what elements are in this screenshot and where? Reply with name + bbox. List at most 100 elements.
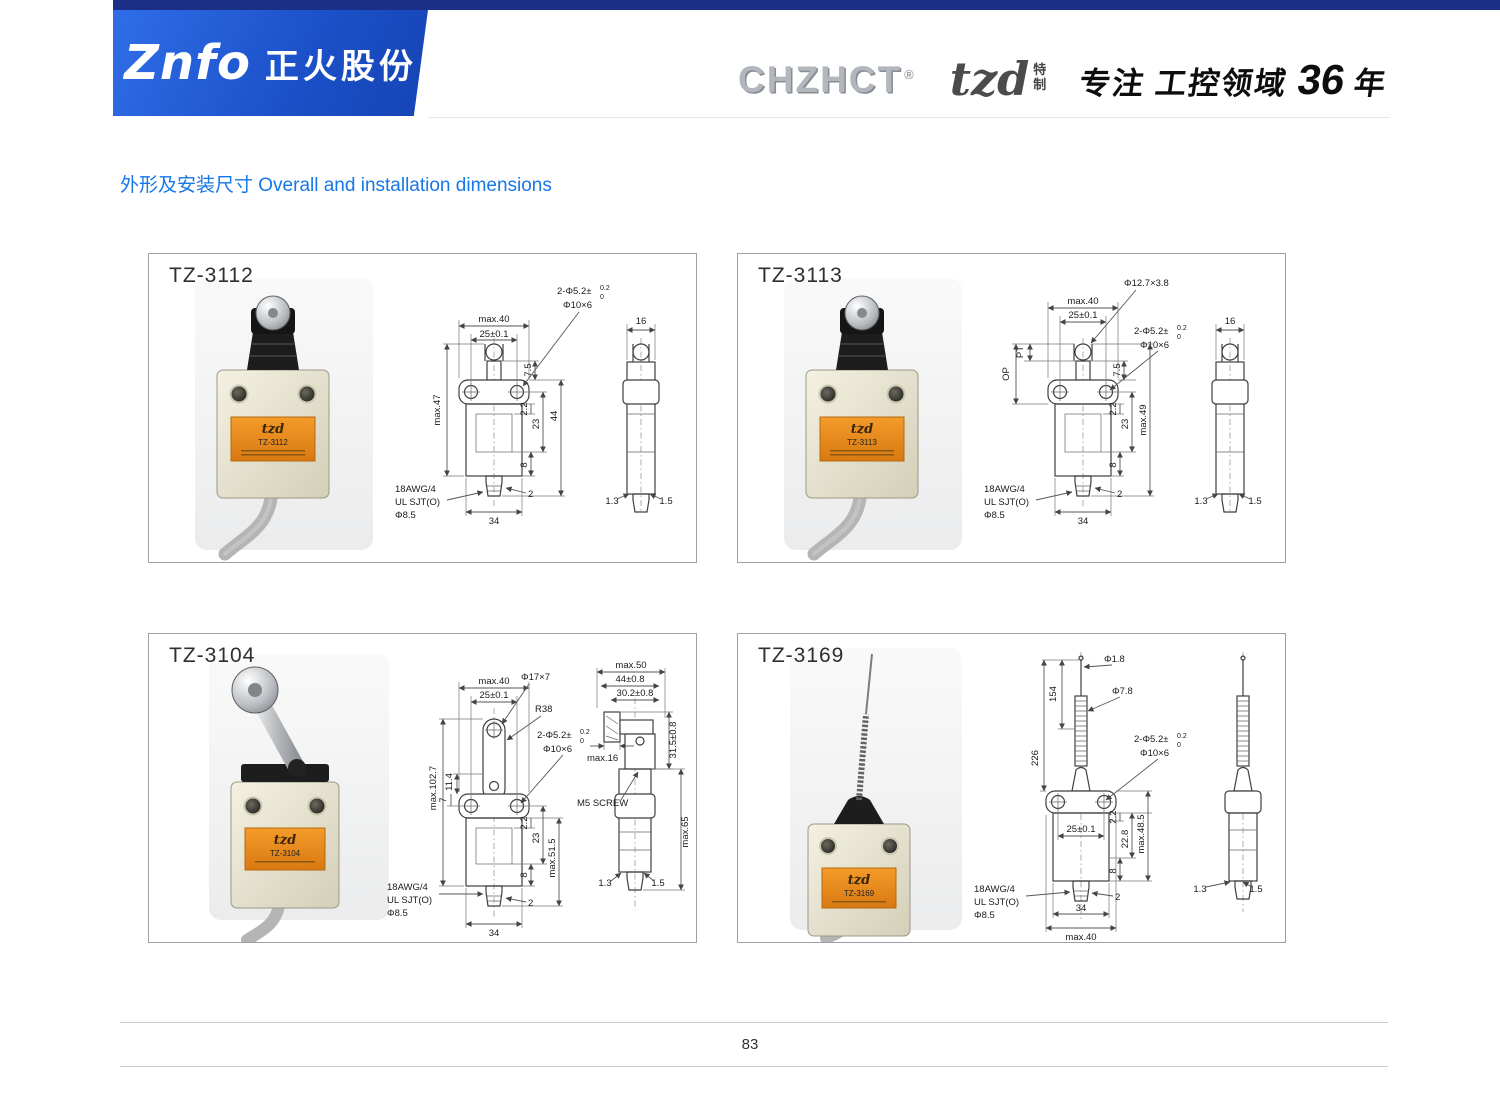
dim-label: 25±0.1 — [480, 690, 509, 701]
panel-model-title: TZ-3104 — [169, 644, 256, 667]
dim-label: 34 — [489, 516, 500, 527]
front-view-drawing: max.40 25±0.1 2-Φ5.2± 0.2 0 Φ10×6 max.47… — [395, 285, 610, 527]
panel-tz-3112: TZ-3112 tzd TZ-3112 — [148, 253, 697, 563]
side-view-drawing: 16 1.3 1.5 — [1194, 316, 1262, 513]
dim-label: max.40 — [478, 314, 509, 325]
cable-spec-label: UL SJT(O) — [974, 897, 1019, 908]
dim-label: 31.5±0.8 — [668, 722, 679, 759]
slogan-part: 专注 — [1077, 66, 1149, 101]
cable-spec-label: 18AWG/4 — [984, 484, 1025, 495]
dim-label: 44 — [549, 411, 560, 422]
dim-label: 34 — [1076, 903, 1087, 914]
side-view-drawing: max.50 44±0.8 30.2±0.8 31.5±0.8 max.16 M… — [577, 660, 691, 910]
dim-label: 2.2 — [519, 816, 530, 829]
product-label-model: TZ-3104 — [270, 849, 301, 858]
brand-tzd-sub-char: 制 — [1033, 77, 1047, 93]
header-rule — [428, 117, 1390, 118]
dim-label: max.102.7 — [428, 766, 439, 810]
dim-label: Φ17×7 — [521, 672, 550, 683]
cable-spec-label: 18AWG/4 — [395, 484, 436, 495]
panel-model-title: TZ-3169 — [758, 644, 845, 667]
dim-label: 226 — [1030, 750, 1041, 766]
dim-label: 34 — [1078, 516, 1089, 527]
dim-label: 25±0.1 — [1069, 310, 1098, 321]
product-photo: tzd TZ-3169 — [790, 648, 962, 942]
dim-label: Φ12.7×3.8 — [1124, 278, 1169, 289]
dim-label: 2-Φ5.2± — [557, 286, 591, 297]
tolerance-sub: 0 — [1177, 742, 1181, 749]
footer-rule — [120, 1066, 1388, 1067]
dim-label: 2.2 — [1108, 402, 1119, 415]
panel-tz-3169: TZ-3169 tzd TZ-3169 — [737, 633, 1286, 943]
slogan-part: 工控领域 — [1153, 66, 1291, 101]
whisker-rod — [865, 653, 873, 715]
dim-label: 23 — [1120, 419, 1131, 430]
dim-label: Φ10×6 — [1140, 748, 1169, 759]
dim-label: 1.5 — [1248, 496, 1261, 507]
company-logo: Znfo 正火股份 — [113, 10, 428, 116]
dim-label: 25±0.1 — [480, 329, 509, 340]
tolerance-sub: 0 — [600, 294, 604, 301]
product-label-brand: tzd — [274, 833, 296, 848]
dim-label: PT — [1015, 346, 1026, 358]
plunger-boot — [247, 332, 299, 370]
footer-rule — [120, 1022, 1388, 1023]
dim-label: 16 — [636, 316, 647, 327]
panel-artwork: tzd TZ-3113 — [784, 278, 1262, 561]
dim-label: 1.5 — [659, 496, 672, 507]
dim-label: 11.4 — [444, 773, 455, 791]
dim-label: max.51.5 — [547, 838, 558, 877]
product-label: tzd TZ-3113 — [819, 416, 905, 462]
dim-label: 23 — [531, 419, 542, 430]
dim-label: 2-Φ5.2± — [537, 730, 571, 741]
product-label-model: TZ-3169 — [844, 889, 875, 898]
dim-label: OP — [1001, 367, 1012, 381]
dim-label: 1.3 — [598, 878, 611, 889]
dim-label: max.49 — [1138, 404, 1149, 435]
dim-label: 34 — [489, 928, 500, 939]
dim-label: 8 — [519, 872, 530, 877]
dim-label: 2 — [528, 489, 533, 500]
dim-label: Φ7.8 — [1112, 686, 1133, 697]
tolerance-sub: 0 — [1177, 334, 1181, 341]
dim-label: M5 SCREW — [577, 798, 628, 809]
dim-label: max.47 — [432, 394, 443, 425]
logo-text-en: Znfo — [124, 35, 251, 91]
panel-model-title: TZ-3112 — [169, 264, 254, 287]
cable-spec-label: Φ8.5 — [387, 908, 408, 919]
panel-artwork: tzd TZ-3169 — [790, 648, 1263, 942]
dim-label: 16 — [1225, 316, 1236, 327]
dim-label: max.50 — [615, 660, 646, 671]
brand-tzd-text: tzd — [949, 52, 1030, 107]
dim-label: 1.3 — [1194, 496, 1207, 507]
dim-label: Φ10×6 — [1140, 340, 1169, 351]
product-label-brand: tzd — [851, 422, 873, 437]
front-view-drawing: max.40 25±0.1 Φ12.7×3.8 PT OP 2-Φ5.2± 0.… — [984, 278, 1187, 527]
tolerance-sup: 0.2 — [600, 285, 610, 292]
panel-artwork: tzd TZ-3112 — [195, 278, 673, 561]
dim-label: 2-Φ5.2± — [1134, 326, 1168, 337]
slogan-part: 年 — [1352, 66, 1390, 101]
logo-text-zh: 正火股份 — [264, 47, 417, 86]
coil-spring — [856, 713, 869, 801]
product-label-model: TZ-3113 — [847, 438, 877, 447]
product-label: tzd TZ-3104 — [244, 827, 326, 871]
dim-label: 44±0.8 — [616, 674, 645, 685]
registered-mark: ® — [904, 66, 916, 82]
panel-model-title: TZ-3113 — [758, 264, 843, 287]
dim-label: 8 — [1108, 868, 1119, 873]
brand-chzhct-text: CHZHCT — [738, 59, 903, 100]
product-label-brand: tzd — [848, 873, 870, 888]
front-view-drawing: 25±0.1 Φ1.8 154 Φ7.8 226 2-Φ5.2± 0.2 0 Φ… — [974, 652, 1187, 942]
dim-label: 2 — [1117, 489, 1122, 500]
section-title: 外形及安装尺寸 Overall and installation dimensi… — [120, 175, 552, 196]
side-view-drawing: 16 1.3 1.5 — [605, 316, 673, 513]
whisker-boot — [834, 796, 884, 824]
tolerance-sub: 0 — [580, 738, 584, 745]
cable-spec-label: UL SJT(O) — [395, 497, 440, 508]
product-label-brand: tzd — [262, 422, 284, 437]
dim-label: 2.2 — [1108, 810, 1119, 823]
dim-label: Φ10×6 — [563, 300, 592, 311]
